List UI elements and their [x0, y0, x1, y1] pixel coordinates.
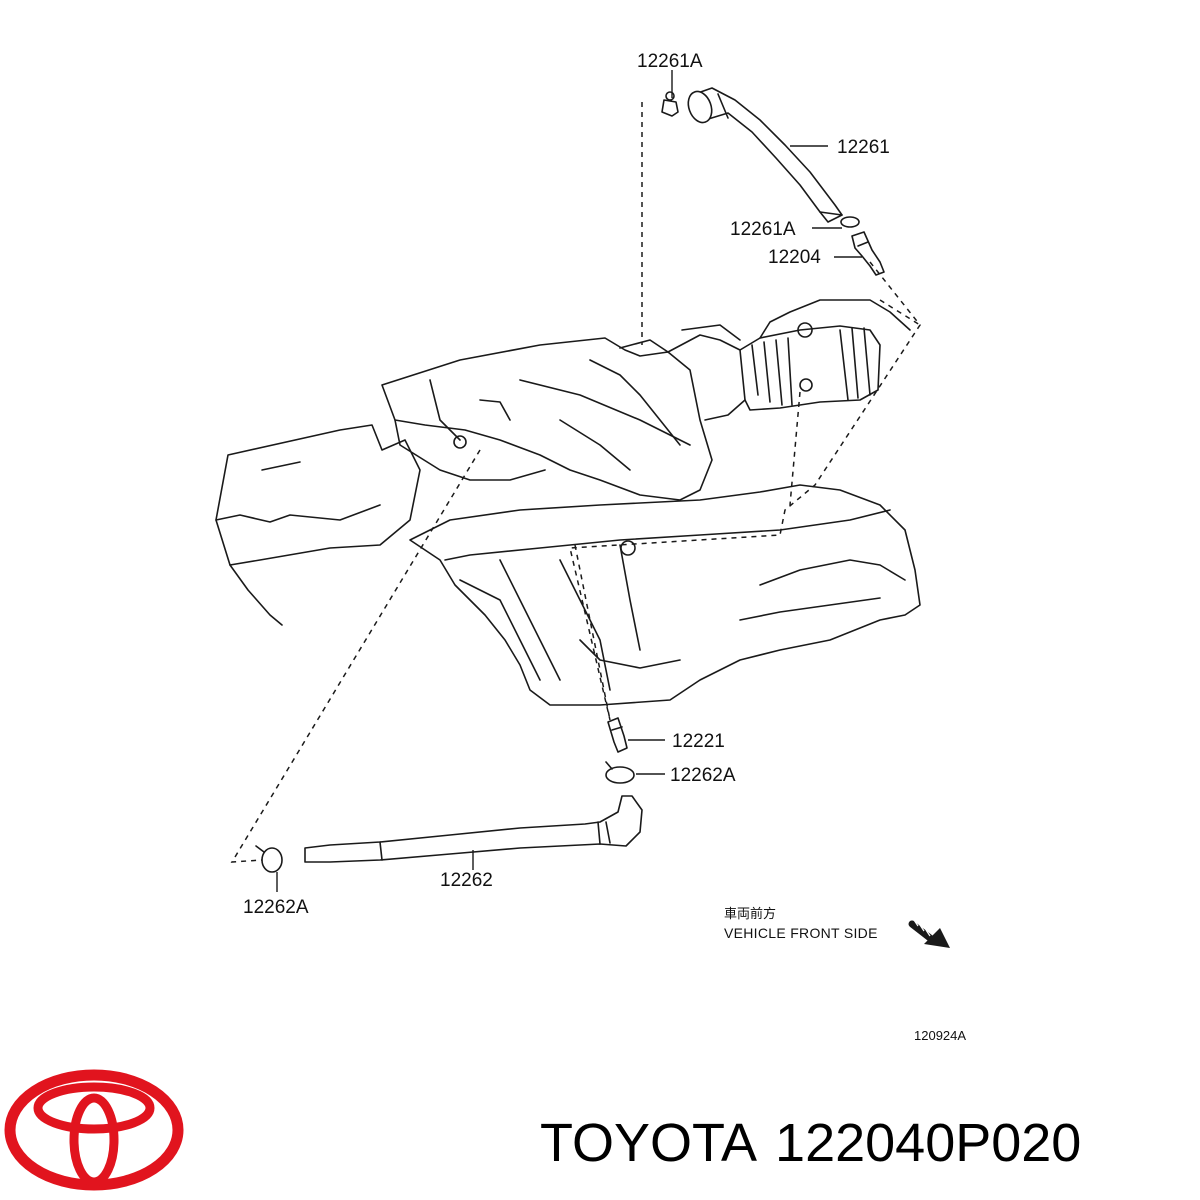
engine-assembly-drawing	[215, 299, 921, 706]
callout-clamp-top: 12261A	[637, 51, 703, 72]
lower-hose-assembly	[255, 717, 643, 873]
direction-note-japanese: 車両前方	[724, 906, 776, 922]
arrow-down-right-icon	[908, 919, 950, 948]
callout-clamp-lower-left: 12262A	[243, 897, 309, 918]
leader-lines	[276, 70, 862, 892]
upper-hose-assembly	[661, 87, 885, 276]
direction-note-english: VEHICLE FRONT SIDE	[724, 925, 878, 941]
callout-clamp-lower-right: 12262A	[670, 765, 736, 786]
direction-note: 車両前方 VEHICLE FRONT SIDE	[724, 906, 950, 948]
callout-hose-upper: 12261	[837, 137, 890, 158]
callout-labels: 12261A 12261 12261A 12204 12221 12262A 1…	[243, 51, 890, 918]
callout-pcv-valve: 12204	[768, 247, 821, 268]
brand-name: TOYOTA	[540, 1113, 758, 1173]
callout-clamp-mid: 12261A	[730, 219, 796, 240]
callout-hose-lower: 12262	[440, 870, 493, 891]
brand-part-title: TOYOTA 122040P020	[540, 1108, 1190, 1178]
drawing-code: 120924A	[914, 1028, 966, 1043]
callout-fitting: 12221	[672, 731, 725, 752]
toyota-logo	[4, 1069, 184, 1191]
part-number: 122040P020	[775, 1113, 1082, 1173]
routing-lines	[230, 102, 921, 863]
